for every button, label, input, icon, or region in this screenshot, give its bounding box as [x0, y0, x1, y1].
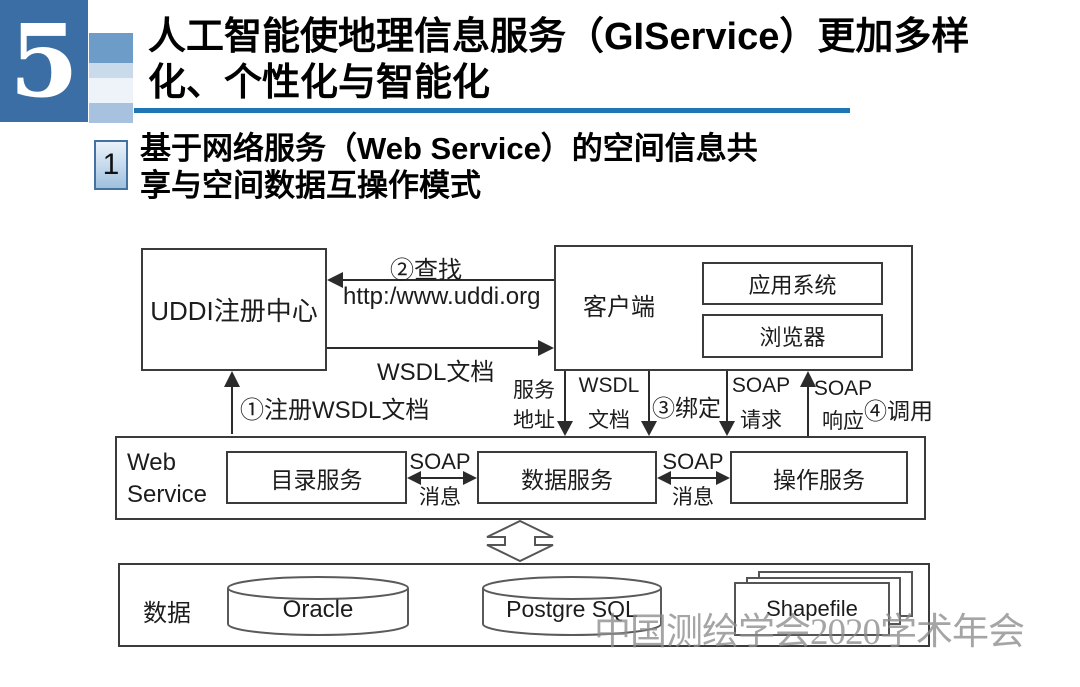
shapefile-stack-front: Shapefile: [734, 582, 890, 636]
invoke-label: ④调用: [864, 398, 933, 424]
title-underline: [134, 108, 850, 113]
bind-label: ③绑定: [652, 395, 721, 421]
wsdl-file-label-line2: 文档: [588, 409, 630, 432]
slide-subtitle: 基于网络服务（Web Service）的空间信息共 享与空间数据互操作模式: [140, 130, 758, 204]
data-layer-label: 数据: [143, 600, 191, 627]
decoration-squares: [89, 103, 133, 123]
decoration-squares: [89, 63, 133, 78]
slide-title-line2: 化、个性化与智能化: [148, 62, 491, 104]
slide-subtitle-line2: 享与空间数据互操作模式: [140, 168, 481, 203]
soap-response-label-line1: SOAP: [813, 377, 873, 400]
decoration-squares: [89, 78, 133, 103]
data-layer-box: [118, 563, 930, 647]
web-service-box: [115, 436, 926, 520]
uddi-url-label: http:/www.uddi.org: [343, 283, 541, 310]
decoration-squares: [89, 33, 133, 63]
item-number-badge: 1: [94, 140, 128, 190]
web-service-label: Web Service: [127, 447, 207, 511]
find-arrowhead-icon: [327, 272, 343, 288]
soap-response-label-line2: 响应: [822, 410, 864, 433]
app-system-box: 应用系统: [702, 262, 883, 305]
wsdl-doc-arrow-label: WSDL文档: [377, 359, 495, 386]
oracle-db-label: Oracle: [282, 596, 354, 623]
soap-request-label-line1: SOAP: [731, 374, 791, 397]
slide-subtitle-line1: 基于网络服务（Web Service）的空间信息共: [140, 131, 758, 166]
slide-title-line1: 人工智能使地理信息服务（GIService）更加多样: [148, 16, 970, 58]
soap-message2-line2: 消息: [672, 486, 714, 509]
soap-request-label-line2: 请求: [740, 409, 782, 432]
web-service-label-line1: Web: [127, 449, 176, 476]
double-arrow-icon: [486, 519, 554, 563]
soap-message1-line2: 消息: [419, 486, 461, 509]
register-arrowhead-icon: [224, 371, 240, 387]
catalog-service-box: 目录服务: [226, 451, 407, 504]
service-address-label-line1: 服务: [513, 379, 555, 402]
operation-service-box: 操作服务: [730, 451, 908, 504]
wsdl-file-label-line1: WSDL: [578, 374, 640, 397]
soap-message1-line1: SOAP: [409, 449, 471, 474]
wsdl-doc-arrowhead-icon: [538, 340, 554, 356]
data-service-box: 数据服务: [477, 451, 657, 504]
uddi-registry-box: UDDI注册中心: [141, 248, 327, 371]
web-service-label-line2: Service: [127, 481, 208, 508]
section-number-badge: 5: [0, 0, 88, 122]
service-address-label-line2: 地址: [513, 409, 555, 432]
client-label: 客户端: [583, 294, 655, 321]
register-arrow-label: ①注册WSDL文档: [240, 397, 430, 424]
soap-message2-line1: SOAP: [662, 449, 724, 474]
watermark-text: 中国测绘学会2020学术年会: [594, 612, 1025, 653]
find-arrow-label: ②查找: [390, 257, 462, 284]
slide-title: 人工智能使地理信息服务（GIService）更加多样 化、个性化与智能化: [148, 14, 969, 106]
browser-box: 浏览器: [702, 314, 883, 358]
